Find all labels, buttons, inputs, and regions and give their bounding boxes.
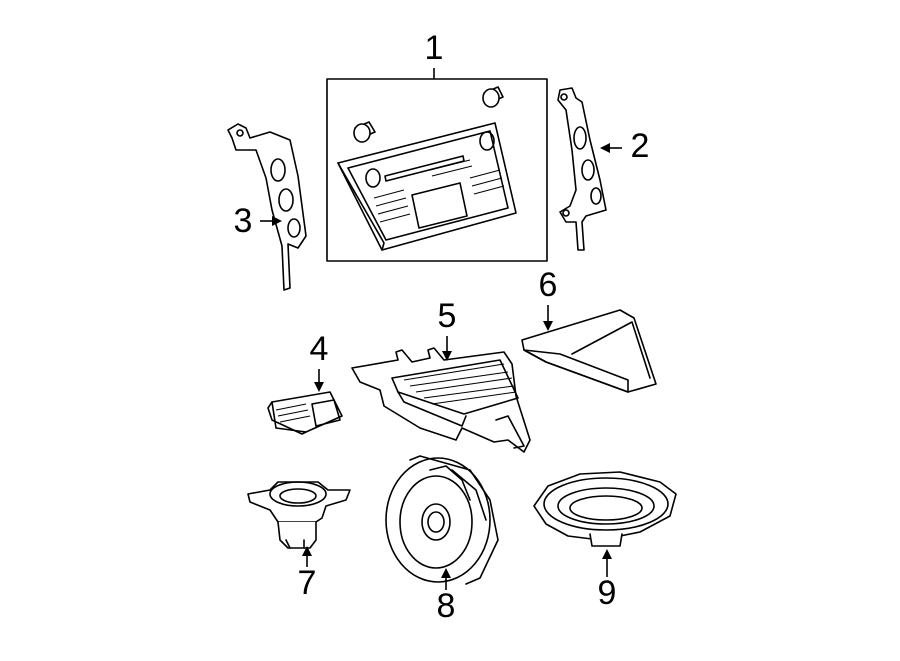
part-1-frame [326,78,548,262]
callout-number: 9 [598,574,617,612]
callout-1: 1 [425,29,444,79]
callout-7: 7 [298,546,317,602]
callout-number: 2 [631,127,650,165]
callout-number: 5 [438,297,457,335]
callout-number: 8 [437,587,456,625]
callout-number: 4 [310,330,329,368]
part-9-oval-speaker [533,471,677,547]
callout-4: 4 [310,330,329,392]
part-5-amplifier [351,347,531,453]
callout-3: 3 [234,202,282,240]
callout-8: 8 [437,568,456,625]
part-3-left-bracket [227,123,307,291]
callout-9: 9 [598,549,617,612]
callout-6: 6 [539,266,558,331]
part-8-door-speaker [385,455,499,585]
callout-number: 7 [298,564,317,602]
knob-left [353,121,376,143]
part-2-right-bracket [557,87,607,251]
callout-number: 3 [234,202,253,240]
callout-number: 6 [539,266,558,304]
callout-2: 2 [600,127,649,165]
part-1-radio-receiver [326,78,548,262]
callout-5: 5 [438,297,457,361]
part-6-cover-panel [521,309,657,393]
callout-number: 1 [425,29,444,67]
part-7-tweeter-speaker [247,481,351,549]
part-4-control-module [267,391,343,435]
knob-right [482,86,504,108]
